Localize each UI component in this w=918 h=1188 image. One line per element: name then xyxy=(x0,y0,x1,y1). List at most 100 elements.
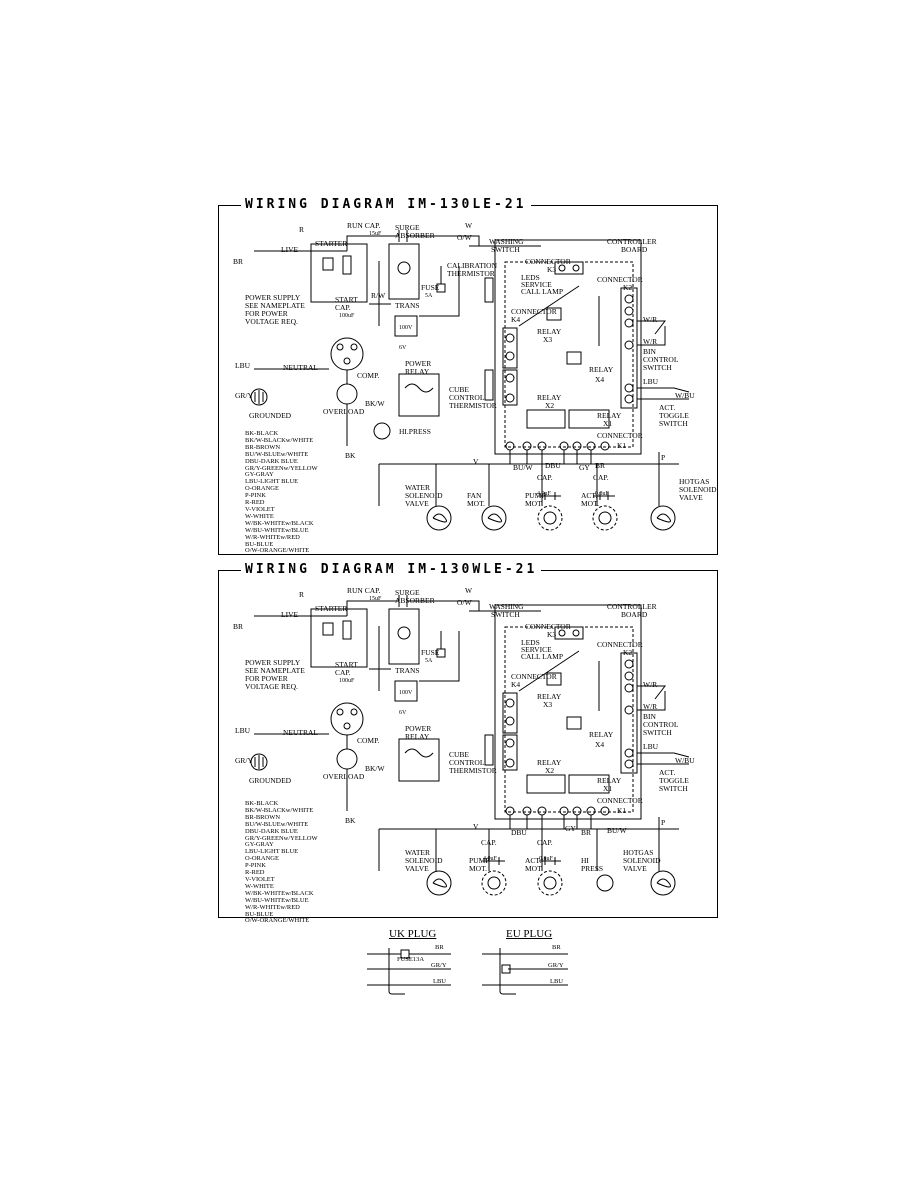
label-p: P xyxy=(661,453,666,462)
label-start-cap-2: CAP. xyxy=(335,303,351,312)
label-cap-pump-value: 4.0uF xyxy=(483,856,497,862)
uk-plug-drawing xyxy=(367,948,451,995)
eu-plug-lbu: LBU xyxy=(550,978,563,985)
label-connector-k2: CONNECTOR xyxy=(597,275,643,284)
label-cap-act-value: 0.8uF xyxy=(539,856,553,862)
label-x1: X1 xyxy=(603,784,613,793)
label-bkw: BK/W xyxy=(365,399,385,408)
label-starter: STARTER xyxy=(315,239,348,248)
label-relay-x3: RELAY xyxy=(537,692,562,701)
label-lbu-2: LBU xyxy=(643,742,658,751)
label-wr-1: W/R xyxy=(643,680,658,689)
label-calibration: CALIBRATION xyxy=(447,261,497,270)
label-fuse: FUSE xyxy=(421,283,440,292)
label-overload: OVERLOAD xyxy=(323,772,365,781)
label-buw: BU/W xyxy=(513,463,533,472)
label-gry: GR/Y xyxy=(235,391,253,400)
label-br: BR xyxy=(233,257,244,266)
label-grounded: GROUNDED xyxy=(249,411,292,420)
label-cap-act: CAP. xyxy=(537,838,553,847)
label-surge: SURGE xyxy=(395,223,420,232)
label-start-cap-2: CAP. xyxy=(335,668,351,677)
label-neutral: NEUTRAL xyxy=(283,363,318,372)
label-start-cap-value: 100uF xyxy=(339,313,355,319)
label-bk: BK xyxy=(345,816,356,825)
eu-plug-title: EU PLUG xyxy=(506,928,553,940)
label-k3: K3 xyxy=(547,630,557,639)
label-leds: LEDS xyxy=(521,273,540,282)
label-neutral: NEUTRAL xyxy=(283,728,318,737)
label-r: R xyxy=(299,590,305,599)
label-r: R xyxy=(299,225,305,234)
diagram-title: WIRING DIAGRAM IM-130WLE-21 xyxy=(241,562,542,577)
label-comp: COMP. xyxy=(357,736,380,745)
label-wr-1: W/R xyxy=(643,315,658,324)
label-x4: X4 xyxy=(595,375,605,384)
label-100v: 100V xyxy=(399,325,413,331)
label-k2: K2 xyxy=(623,283,633,292)
label-connector-k1: CONNECTOR xyxy=(597,431,643,440)
label-relay-x2: RELAY xyxy=(537,393,562,402)
label-6v: 6V xyxy=(399,345,407,351)
label-run-cap: RUN CAP. xyxy=(347,221,381,230)
label-bkw: BK/W xyxy=(365,764,385,773)
label-run-cap: RUN CAP. xyxy=(347,586,381,595)
label-100v: 100V xyxy=(399,690,413,696)
label-call-lamp: CALL LAMP xyxy=(521,652,564,661)
label-br: BR xyxy=(233,622,244,631)
label-controller: CONTROLLER xyxy=(607,602,657,611)
label-live: LIVE xyxy=(281,610,299,619)
label-k2: K2 xyxy=(623,648,633,657)
diagram-title: WIRING DIAGRAM IM-130LE-21 xyxy=(241,197,531,212)
label-x2: X2 xyxy=(545,766,555,775)
label-br-2: BR xyxy=(581,828,592,837)
label-x3: X3 xyxy=(543,700,553,709)
label-br-2: BR xyxy=(595,461,606,470)
label-gy: GY xyxy=(565,824,576,833)
label-wbu: W/BU xyxy=(675,756,695,765)
uk-plug-lbu: LBU xyxy=(433,978,446,985)
wiring-diagram-im130le21: WIRING DIAGRAM IM-130LE-21 xyxy=(218,197,718,555)
label-p: P xyxy=(661,818,666,827)
label-relay-x1: RELAY xyxy=(597,776,622,785)
label-hi-press: HI.PRESS xyxy=(399,427,431,436)
label-board: BOARD xyxy=(621,245,648,254)
label-wr-2: W/R xyxy=(643,337,658,346)
schematic-lines xyxy=(250,595,690,896)
label-act-mot: ACT.MOT. xyxy=(525,856,543,873)
label-lbu: LBU xyxy=(235,361,250,370)
label-board: BOARD xyxy=(621,610,648,619)
label-k4: K4 xyxy=(511,315,521,324)
label-surge: SURGE xyxy=(395,588,420,597)
uk-plug: UK PLUG FUSE13A BR GR/Y LBU xyxy=(365,928,465,998)
label-connector-k3: CONNECTOR xyxy=(525,257,571,266)
label-fuse: FUSE xyxy=(421,648,440,657)
label-fuse-value: 5A xyxy=(425,293,433,299)
label-act-mot: ACT.MOT. xyxy=(581,491,599,508)
label-washing: WASHING xyxy=(489,237,524,246)
eu-plug: EU PLUG BR GR/Y LBU xyxy=(480,928,580,998)
label-buw: BU/W xyxy=(607,826,627,835)
label-connector-k2: CONNECTOR xyxy=(597,640,643,649)
wiring-diagram-im130wle21: WIRING DIAGRAM IM-130WLE-21 xyxy=(218,562,718,924)
label-thermistor: THERMISTOR xyxy=(447,269,495,278)
label-relay-x1: RELAY xyxy=(597,411,622,420)
label-wr-2: W/R xyxy=(643,702,658,711)
label-overload: OVERLOAD xyxy=(323,407,365,416)
label-connector-k1: CONNECTOR xyxy=(597,796,643,805)
label-x4: X4 xyxy=(595,740,605,749)
label-connector-k3: CONNECTOR xyxy=(525,622,571,631)
eu-plug-drawing xyxy=(482,948,568,995)
label-relay-x4: RELAY xyxy=(589,365,614,374)
